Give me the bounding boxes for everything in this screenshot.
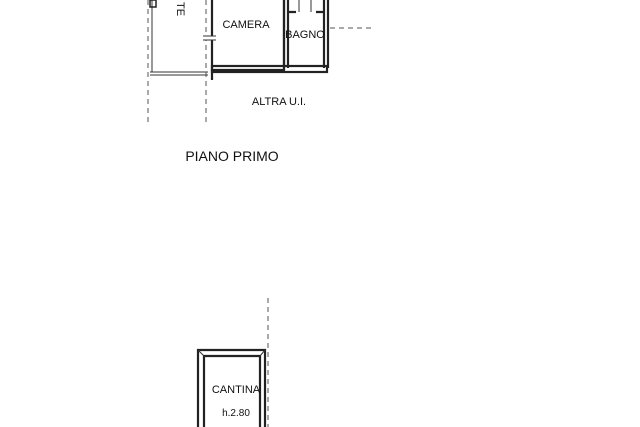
room-label-camera: CAMERA [222, 19, 270, 31]
cantina-inner-walls [202, 354, 262, 427]
upper-floor-plan: TE CAMERA BAGNO ALTRA U.I. PIANO PRIMO [147, 0, 372, 164]
terrace-post [149, 0, 157, 8]
room-height-label: h.2.80 [222, 408, 250, 419]
bagno-door-opening [298, 0, 312, 12]
room-label-cantina: CANTINA [212, 384, 261, 396]
cantina-outer-walls [196, 348, 267, 427]
cantina-corner-lines [197, 349, 266, 357]
neighbor-unit-label: ALTRA U.I. [252, 96, 306, 108]
bottom-outer-wall [210, 64, 329, 74]
lower-floor-plan: CANTINA h.2.80 [196, 298, 269, 427]
room-label-bagno: BAGNO [285, 29, 325, 41]
camera-walls [210, 0, 286, 72]
partial-room-label: TE [174, 2, 186, 16]
floor-caption: PIANO PRIMO [185, 148, 278, 164]
